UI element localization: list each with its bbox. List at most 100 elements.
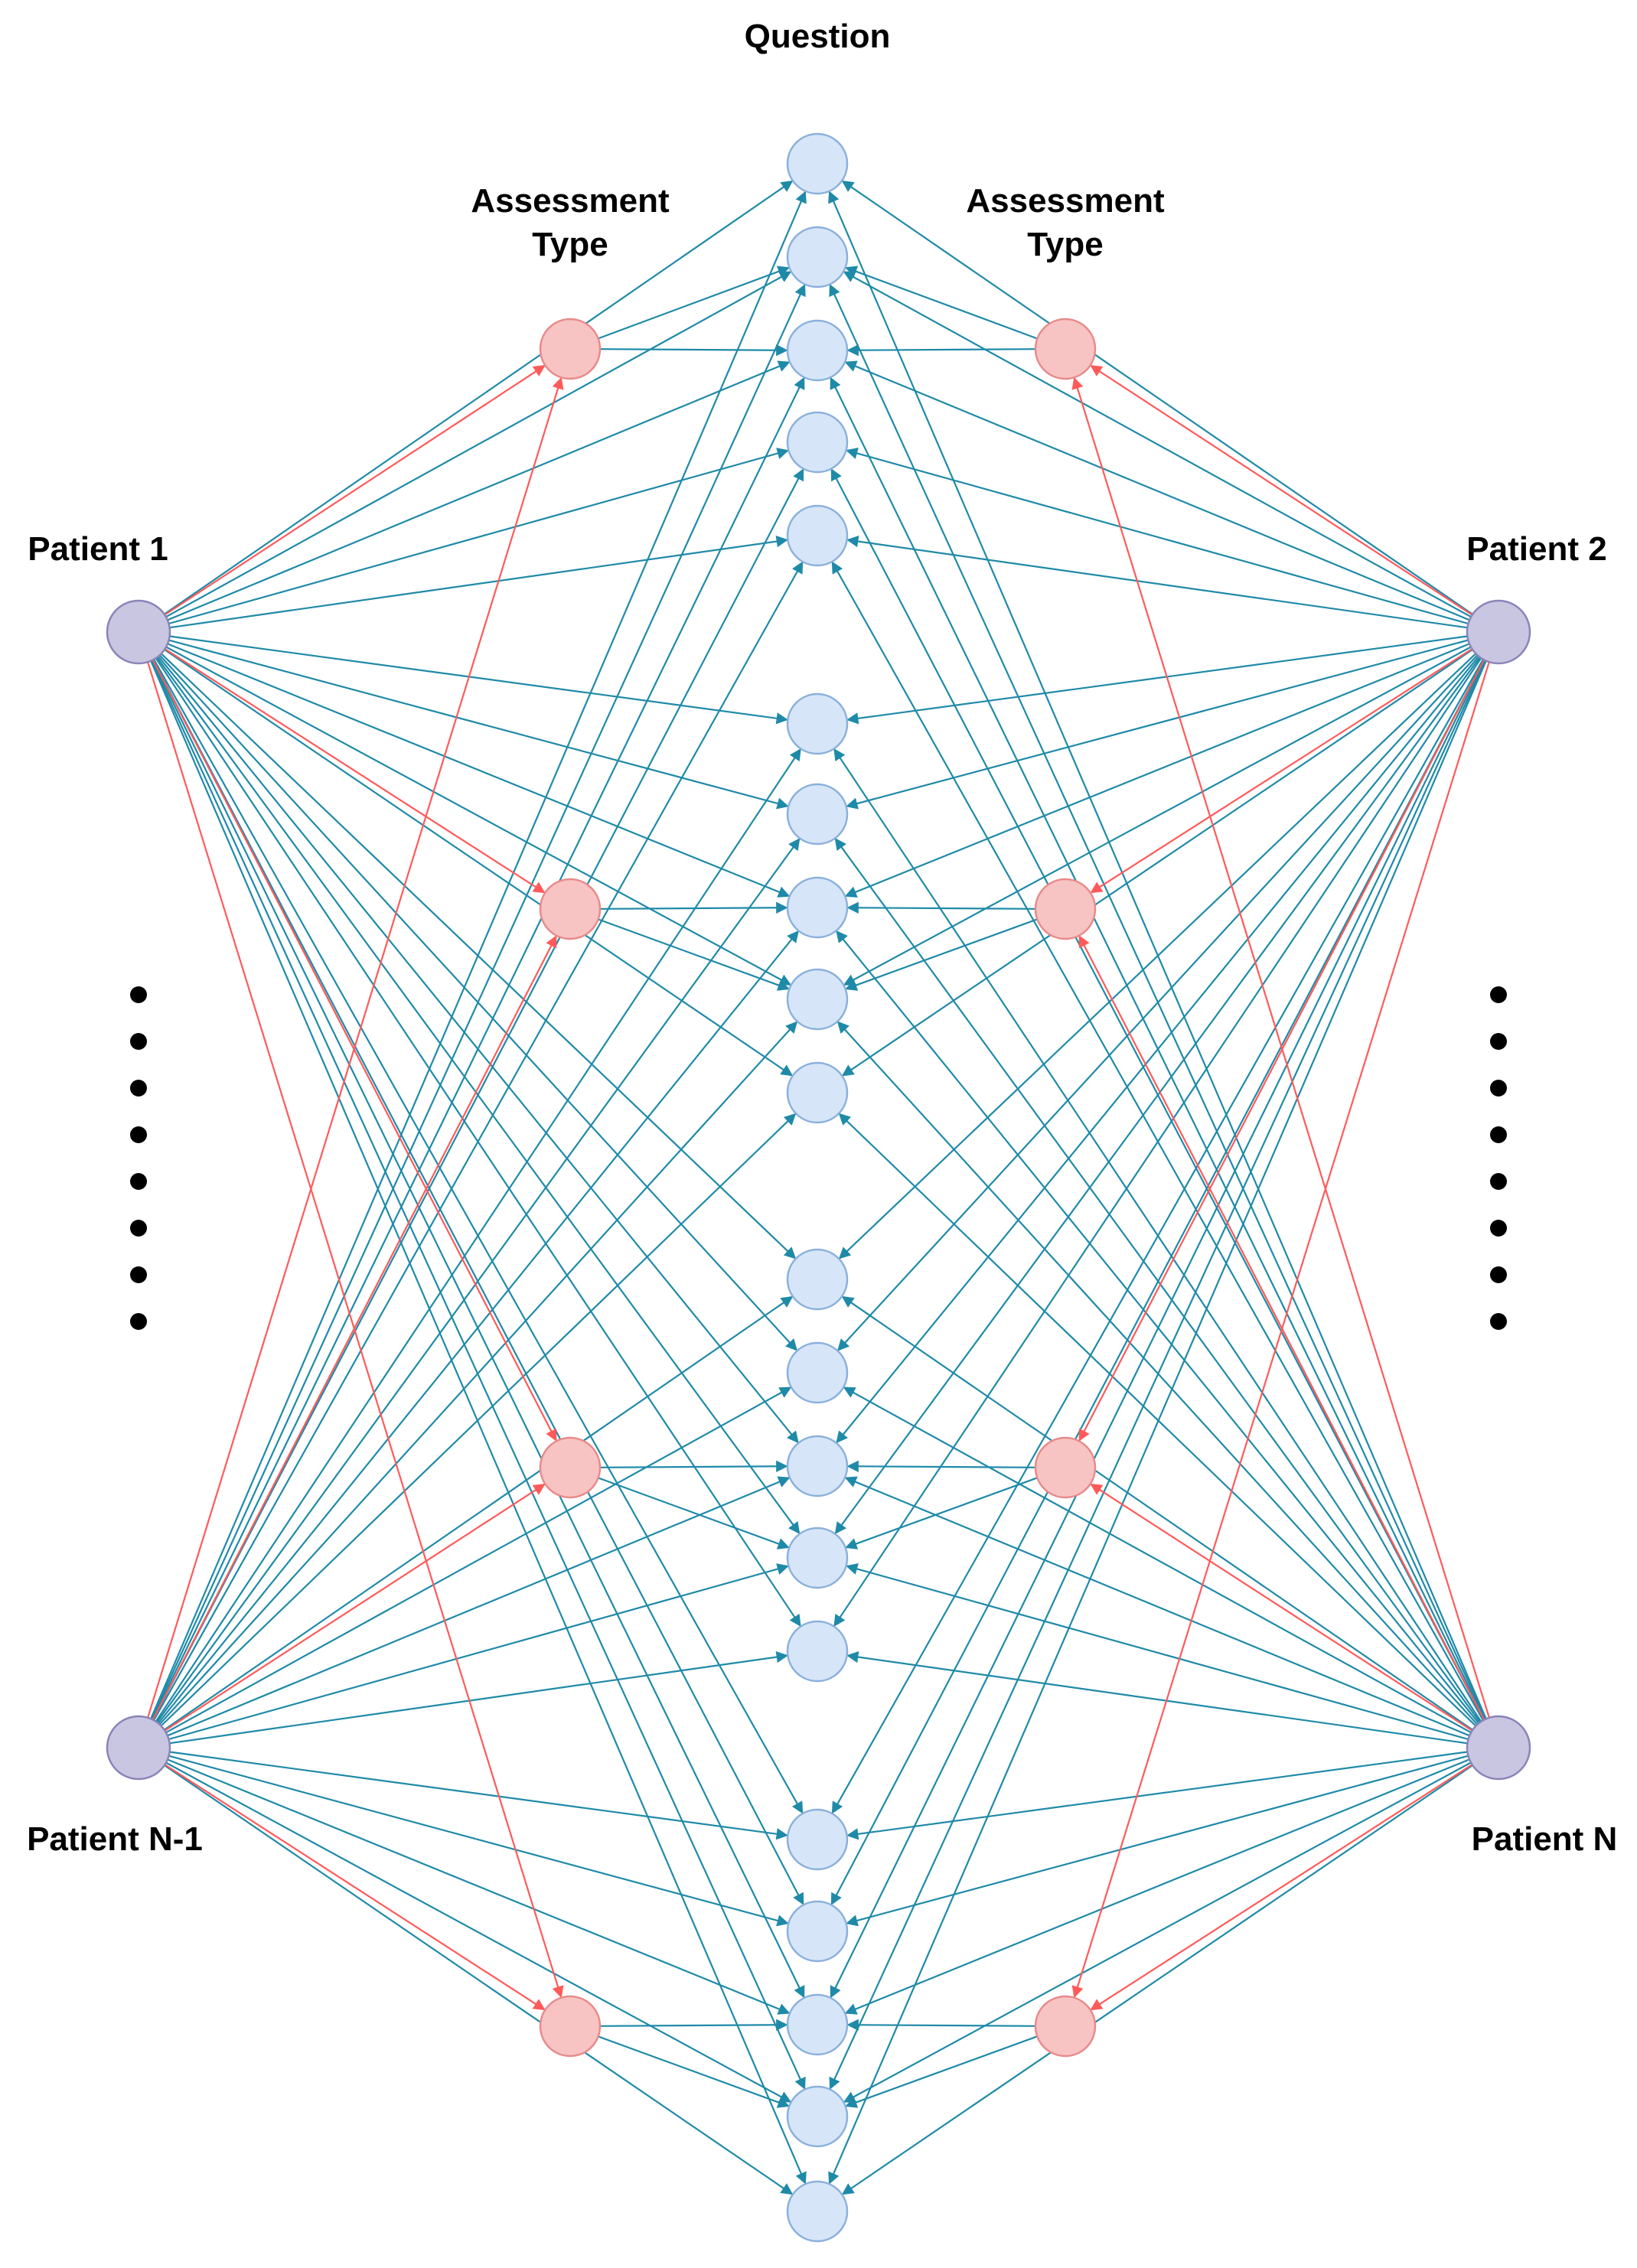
patient-2-to-question-9-edge [843, 646, 1472, 986]
patient-n-minus-1-to-question-10-edge [160, 1113, 797, 1727]
question-node-18 [786, 1993, 849, 2056]
assessment-left-4-to-question-edge-2 [598, 2035, 790, 2108]
patient-n-to-assessment-right-1-edge [1071, 376, 1490, 1719]
assessment-node-right-1 [1034, 318, 1097, 380]
assessment-node-left-2 [539, 878, 602, 940]
question-node-5 [786, 504, 849, 567]
patient-1-to-question-19-edge [150, 660, 806, 2090]
patient-n-to-assessment-right-4-edge [1090, 1764, 1473, 2011]
patient-n-minus-1-to-question-19-edge [165, 1761, 792, 2103]
patient-1-to-question-8-edge [167, 643, 791, 898]
ellipsis-dot-right-3 [1490, 1080, 1507, 1097]
patient-n-minus-1-to-question-15-edge [169, 1650, 788, 1745]
assessment-node-right-3 [1034, 1436, 1097, 1499]
assessment-node-left-1 [539, 318, 602, 380]
patient-n-minus-1-to-assessment-left-1-edge [147, 376, 564, 1719]
patient-2-to-question-7-edge [846, 639, 1469, 810]
ellipsis-dot-left-1 [130, 986, 147, 1003]
patient-n-to-question-20-edge [841, 1765, 1473, 2195]
patient-n-minus-1-to-question-3-edge [151, 376, 805, 1720]
patient-n-minus-1-to-assessment-left-3-edge [164, 1483, 546, 1732]
patient-n-to-question-19-edge [843, 1761, 1472, 2103]
patient-1-to-question-20-edge [150, 660, 807, 2185]
ellipsis-dot-left-4 [130, 1126, 147, 1143]
patient-n-to-question-9-edge [836, 1021, 1479, 1725]
patient-n-label: Patient N [1472, 1820, 1618, 1858]
patient-1-to-assessment-left-1-edge [164, 364, 546, 616]
patient-1-label: Patient 1 [28, 530, 168, 568]
assessment-left-4-to-question-edge-1 [599, 2019, 788, 2031]
patient-n-to-question-6-edge [833, 748, 1482, 1722]
assessment-type-left-line1: Assessment [471, 182, 670, 220]
patient-n-minus-1-to-question-16-edge [169, 1751, 788, 1840]
ellipsis-dot-left-3 [130, 1080, 147, 1097]
ellipsis-dot-right-6 [1490, 1220, 1507, 1237]
patient-n-to-assessment-right-2-edge [1078, 935, 1485, 1721]
question-heading: Question [745, 18, 891, 55]
assessment-right-1-to-question-edge-1 [845, 266, 1038, 340]
patient-n-minus-1-node [106, 1715, 171, 1781]
patient-2-to-question-6-edge [846, 635, 1468, 725]
patient-n-minus-1-to-question-4-edge [152, 468, 804, 1721]
assessment-right-3-to-question-edge-1 [846, 1460, 1036, 1472]
question-node-14 [786, 1527, 849, 1589]
assessment-right-2-to-question-edge-2 [845, 918, 1038, 991]
ellipsis-dot-left-2 [130, 1033, 147, 1050]
question-node-13 [786, 1435, 849, 1497]
ellipsis-dot-right-5 [1490, 1173, 1507, 1190]
ellipsis-dot-right-1 [1490, 986, 1507, 1003]
label-layer: Question Assessment Type Assessment Type… [27, 18, 1617, 1858]
patient-n-to-question-16-edge [846, 1751, 1468, 1840]
assessment-type-left-line2: Type [532, 226, 608, 263]
question-node-17 [786, 1900, 849, 1963]
patient-n-to-question-11-edge [841, 1295, 1473, 1731]
patient-1-to-question-2-edge [165, 271, 792, 618]
patient-2-to-question-10-edge [841, 649, 1473, 1077]
question-node-8 [786, 876, 849, 939]
ellipsis-dot-right-2 [1490, 1033, 1507, 1050]
patient-1-to-question-5-edge [169, 535, 788, 629]
patient-2-to-question-2-edge [843, 271, 1472, 618]
patient-1-to-question-1-edge [164, 180, 794, 615]
patient-n-to-question-8-edge [836, 930, 1480, 1724]
patient-n-minus-1-to-question-13-edge [167, 1476, 791, 1737]
question-node-4 [786, 411, 849, 474]
patient-1-to-assessment-left-2-edge [164, 648, 546, 894]
patient-n-to-question-18-edge [844, 1758, 1470, 2015]
ellipsis-dot-left-8 [130, 1313, 147, 1330]
patient-n-minus-1-to-question-9-edge [158, 1021, 798, 1725]
patient-n-minus-1-to-question-1-edge [150, 191, 807, 1719]
patient-n-minus-1-to-question-6-edge [155, 748, 801, 1722]
assessment-right-3-to-question-edge-2 [845, 1477, 1038, 1549]
assessment-right-1-to-question-edge-2 [846, 344, 1036, 357]
patient-n-minus-1-to-question-2-edge [150, 283, 806, 1720]
patient-n-to-question-3-edge [830, 376, 1485, 1720]
ellipsis-dot-right-8 [1490, 1313, 1507, 1330]
patient-n-to-question-7-edge [834, 838, 1481, 1723]
question-node-10 [786, 1061, 849, 1124]
assessment-left-2-to-question-edge-1 [599, 901, 788, 914]
patient-1-to-question-7-edge [168, 639, 789, 810]
patient-2-to-question-8-edge [844, 643, 1470, 898]
patient-n-minus-1-to-question-8-edge [157, 930, 799, 1724]
patient-n-to-assessment-right-3-edge [1090, 1483, 1473, 1732]
question-node-19 [786, 2085, 849, 2148]
assessment-node-left-3 [539, 1436, 602, 1499]
patient-2-label: Patient 2 [1466, 530, 1606, 568]
patient-1-node [106, 599, 171, 665]
patient-n-minus-1-to-assessment-left-2-edge [152, 935, 557, 1721]
patient-1-to-question-3-edge [167, 360, 791, 621]
patient-n-node [1466, 1715, 1531, 1781]
question-node-9 [786, 968, 849, 1031]
ellipsis-dot-left-5 [130, 1173, 147, 1190]
patient-2-node [1466, 599, 1531, 665]
node-layer [106, 132, 1531, 2243]
question-node-15 [786, 1620, 849, 1683]
ellipsis-dot-left-6 [130, 1220, 147, 1237]
patient-2-to-assessment-right-1-edge [1090, 364, 1473, 616]
assessment-node-right-2 [1034, 878, 1097, 940]
patient-2-to-question-3-edge [844, 360, 1470, 621]
assessment-left-1-to-question-edge-1 [598, 266, 790, 340]
patient-n-to-question-13-edge [844, 1476, 1470, 1737]
patient-n-minus-1-to-question-12-edge [165, 1387, 792, 1734]
